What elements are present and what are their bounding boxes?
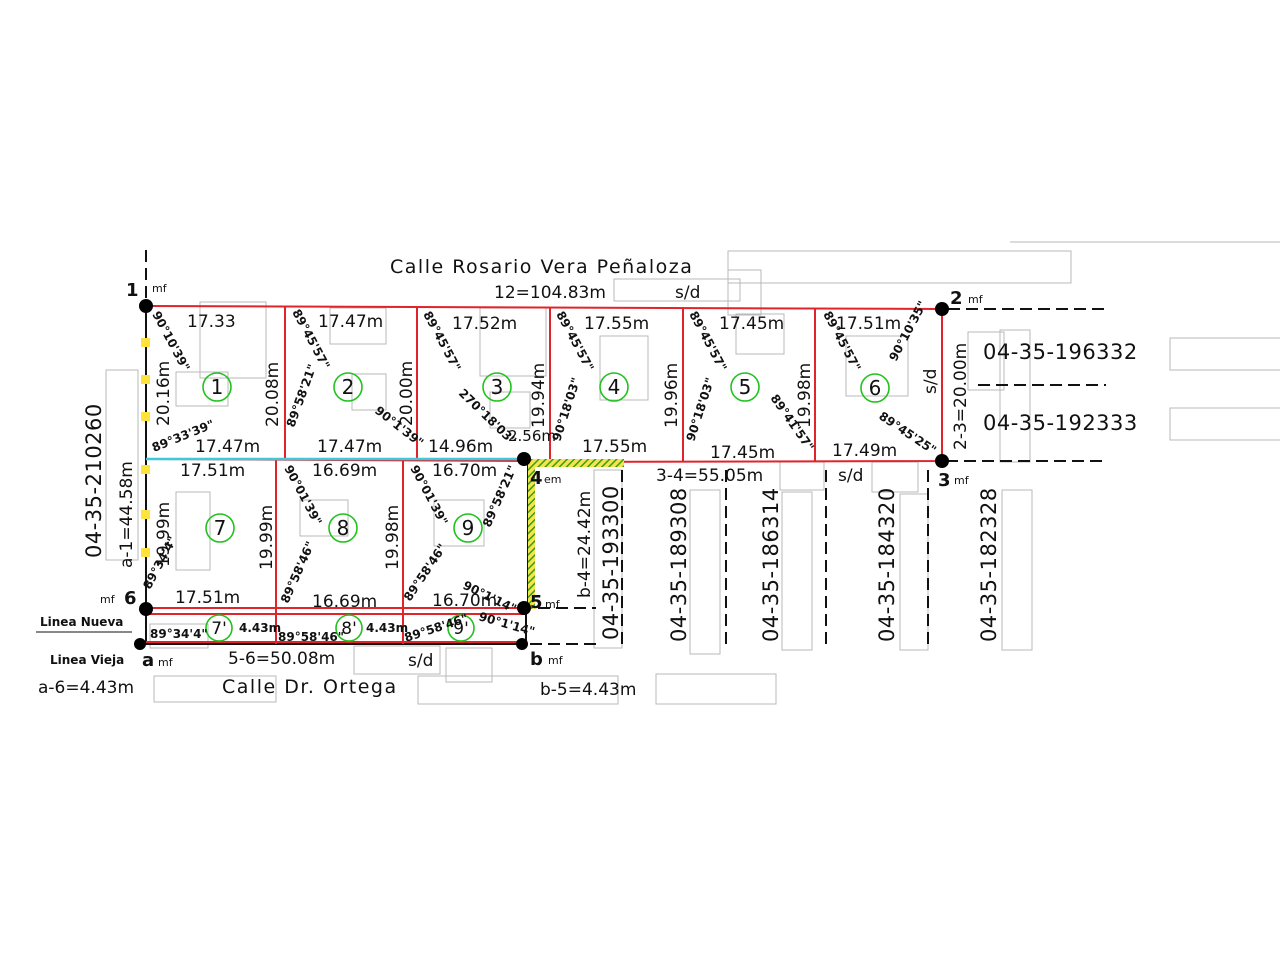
neighbor-below-3: 04-35-186314	[759, 487, 783, 642]
neighbor-right-top: 04-35-196332	[983, 340, 1138, 364]
top-width-1: 17.33	[187, 312, 236, 332]
point-3-mf: mf	[954, 474, 970, 487]
lot-3: 3	[491, 375, 504, 399]
vert-1: 20.16m	[154, 361, 174, 426]
point-1-label: 1	[126, 280, 139, 301]
lot-circles	[202, 372, 890, 642]
point-4-em: em	[544, 473, 561, 486]
public-area-hatch	[528, 459, 624, 609]
point-b-label: b	[530, 649, 543, 670]
reference-overlay	[105, 241, 1280, 705]
linea-vieja-label: Linea Vieja	[50, 653, 124, 667]
lot-4: 4	[608, 375, 621, 399]
angle-9: 90°18'03"	[550, 376, 584, 443]
point-1-mf: mf	[152, 282, 168, 295]
mid-upper-5: 17.55m	[582, 437, 647, 457]
mid-lower-3: 16.70m	[432, 461, 497, 481]
point-a-label: a	[142, 650, 154, 671]
mid-upper-4: 2.56m	[508, 427, 556, 445]
vert-2: 20.08m	[263, 362, 283, 427]
neighbor-below-4: 04-35-184320	[875, 487, 899, 642]
lot-6: 6	[869, 376, 882, 400]
top-width-4: 17.55m	[584, 314, 649, 334]
dim-5-6: 5-6=50.08m	[228, 649, 335, 669]
vert-5: 19.96m	[662, 363, 682, 428]
vert-8: 19.99m	[257, 505, 277, 570]
lot-7: 7	[214, 516, 227, 540]
neighbor-below-5: 04-35-182328	[977, 487, 1001, 642]
point-5-label: 5	[530, 592, 543, 613]
lot-9-strip: 9'	[453, 619, 469, 639]
lot-8-strip: 8'	[341, 619, 357, 639]
point-a-mf: mf	[158, 656, 174, 669]
dim-3-4: 3-4=55.05m	[656, 466, 763, 486]
strip-width-2: 4.43m	[366, 621, 408, 635]
point-5-mf: mf	[545, 598, 561, 611]
angle-23: 89°34'4"	[150, 627, 208, 641]
top-width-3: 17.52m	[452, 314, 517, 334]
survey-points	[134, 299, 949, 650]
sd-right: s/d	[838, 466, 863, 486]
point-2-mf: mf	[968, 293, 984, 306]
angle-24: 89°58'46"	[278, 630, 344, 644]
mid-lower-1: 17.51m	[180, 461, 245, 481]
point-2-label: 2	[950, 288, 963, 309]
mid-upper-2: 17.47m	[317, 437, 382, 457]
neighbor-below-1: 04-35-193300	[599, 485, 623, 640]
vert-3: 20.00m	[397, 361, 417, 426]
neighbor-left: 04-35-210260	[82, 403, 106, 558]
lot-8: 8	[337, 516, 350, 540]
angle-4: 89°58'21"	[284, 362, 320, 429]
yellow-markers	[141, 338, 150, 557]
point-b-mf: mf	[548, 654, 564, 667]
vert-7: 19.99m	[154, 502, 174, 567]
bottom-width-3: 16.70m	[432, 591, 497, 611]
dim-a-1: a-1=44.58m	[117, 461, 137, 568]
vert-6: 19.98m	[795, 363, 815, 428]
dim-2-3: 2-3=20.00m	[951, 343, 971, 450]
extension-lines	[145, 250, 1106, 648]
mid-upper-1: 17.47m	[195, 437, 260, 457]
top-width-5: 17.45m	[719, 314, 784, 334]
vert-9: 19.98m	[383, 505, 403, 570]
mid-upper-6: 17.45m	[710, 443, 775, 463]
point-3-label: 3	[938, 470, 951, 491]
top-width-2: 17.47m	[318, 312, 383, 332]
neighbor-right-mid: 04-35-192333	[983, 411, 1138, 435]
lot-5: 5	[739, 375, 752, 399]
sd-side: s/d	[921, 369, 941, 394]
dim-b-5: b-5=4.43m	[540, 680, 636, 700]
strip-width-1: 4.43m	[239, 621, 281, 635]
neighbor-below-2: 04-35-189308	[667, 487, 691, 642]
sd-top: s/d	[675, 283, 700, 303]
lot-9: 9	[462, 516, 475, 540]
angle-11: 90°18'03"	[684, 376, 718, 443]
mid-upper-7: 17.49m	[832, 441, 897, 461]
dim-b-4: b-4=24.42m	[575, 491, 595, 598]
point-6-label: 6	[124, 588, 137, 609]
sd-bottom: s/d	[408, 651, 433, 671]
lot-2: 2	[342, 375, 355, 399]
lot-7-strip: 7'	[211, 619, 227, 639]
street-top: Calle Rosario Vera Peñaloza	[390, 256, 693, 278]
dim-a-6: a-6=4.43m	[38, 678, 134, 698]
point-4-label: 4	[530, 468, 543, 489]
vert-4: 19.94m	[529, 363, 549, 428]
dim-1-2: 12=104.83m	[494, 283, 606, 303]
bottom-width-2: 16.69m	[312, 592, 377, 612]
top-width-6: 17.51m	[836, 314, 901, 334]
mid-upper-3: 14.96m	[428, 437, 493, 457]
linea-nueva-label: Linea Nueva	[40, 615, 123, 629]
point-6-mf: mf	[100, 593, 116, 606]
mid-lower-2: 16.69m	[312, 461, 377, 481]
bottom-width-1: 17.51m	[175, 588, 240, 608]
lot-1: 1	[211, 375, 224, 399]
street-bottom: Calle Dr. Ortega	[222, 676, 398, 698]
